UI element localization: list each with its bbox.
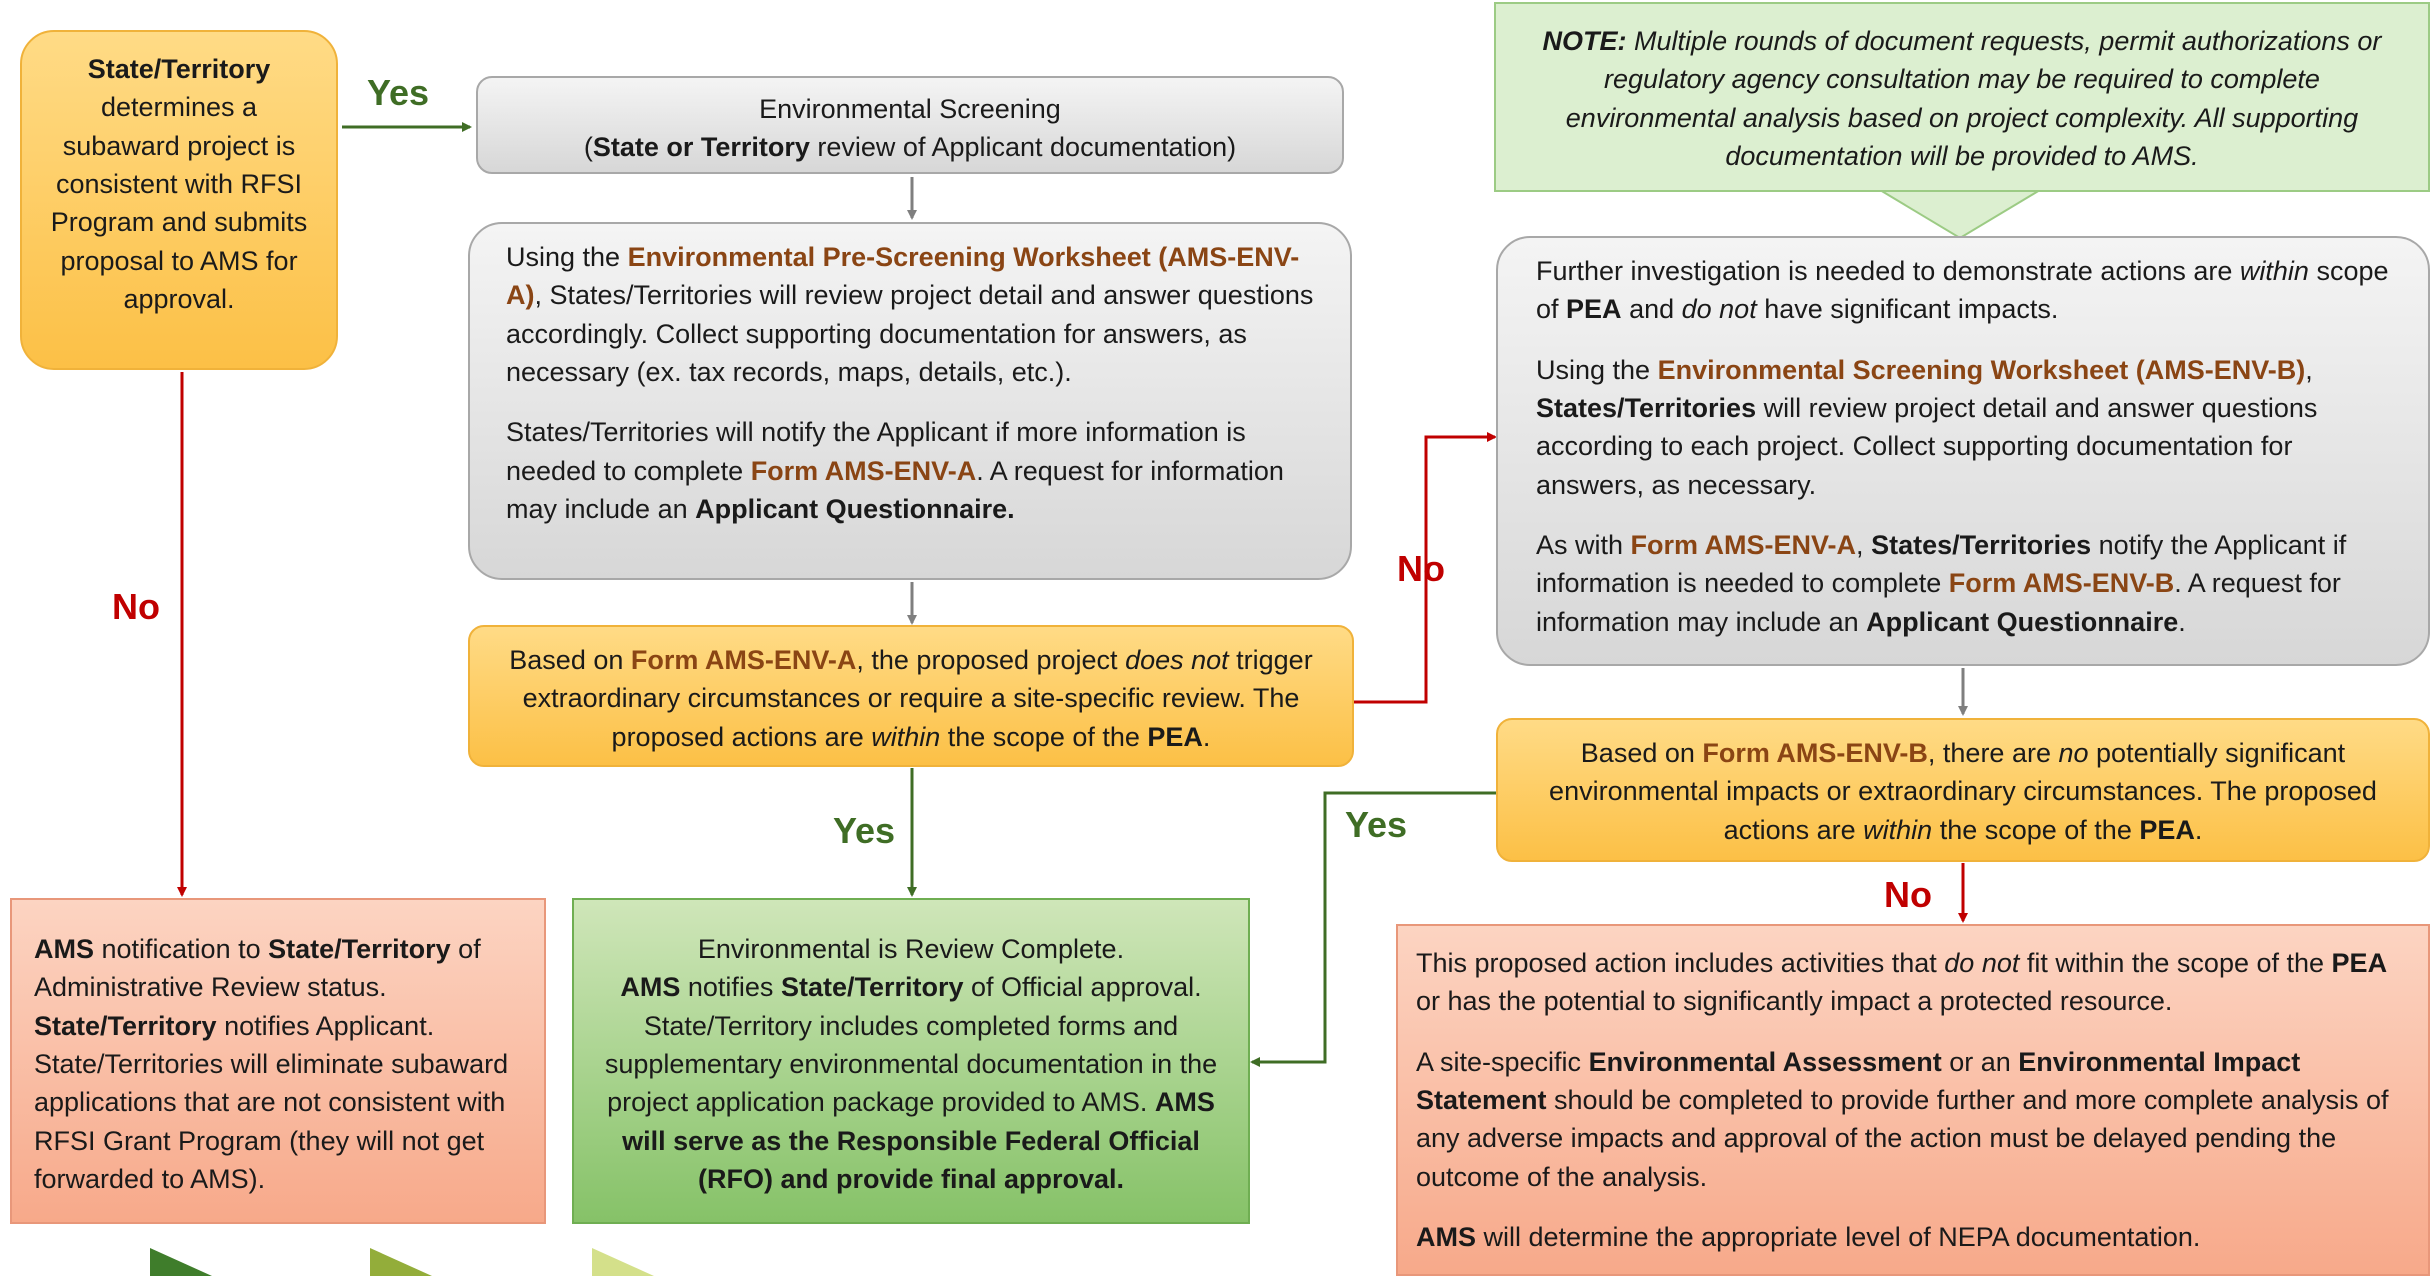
decision-a-box: Based on Form AMS-ENV-A, the proposed pr… (468, 625, 1354, 767)
yes-label-decision-b: Yes (1345, 804, 1408, 845)
start-box: State/Territory determines a subaward pr… (20, 30, 338, 370)
outside-para-3: AMS will determine the appropriate level… (1416, 1221, 2201, 1252)
yes-label-decision-a: Yes (833, 810, 896, 851)
decision-b-box: Based on Form AMS-ENV-B, there are no po… (1496, 718, 2430, 862)
yes-label-start: Yes (367, 72, 430, 113)
admin-review-box: AMS notification to State/Territory of A… (10, 898, 546, 1224)
further-para-2: Using the Environmental Screening Worksh… (1536, 354, 2318, 500)
note-label: NOTE: (1542, 26, 1627, 56)
note-text: Multiple rounds of document requests, pe… (1565, 26, 2382, 171)
no-label-decision-b: No (1884, 874, 1932, 915)
chevron-decoration-2 (370, 1248, 432, 1276)
further-para-3: As with Form AMS-ENV-A, States/Territori… (1536, 529, 2347, 637)
outside-para-2: A site-specific Environmental Assessment… (1416, 1046, 2389, 1192)
chevron-decoration-1 (150, 1248, 212, 1276)
review-complete-title: Environmental is Review Complete. (697, 934, 1125, 964)
further-para-1: Further investigation is needed to demon… (1536, 256, 2389, 325)
no-label-start: No (112, 586, 160, 627)
prescreen-para-2: States/Territories will notify the Appli… (506, 417, 1284, 524)
screening-box: Environmental Screening (State or Territ… (476, 76, 1344, 174)
arrow-decision-b-to-complete (1250, 791, 1496, 1067)
outside-para-1: This proposed action includes activities… (1416, 948, 2388, 1017)
note-callout-pointer (1876, 189, 2044, 240)
screening-title: Environmental Screening (759, 94, 1061, 124)
review-complete-box: Environmental is Review Complete. AMS no… (572, 898, 1250, 1224)
further-investigation-box: Further investigation is needed to demon… (1496, 236, 2430, 666)
form-link-screening-worksheet: Environmental Screening Worksheet (AMS-E… (1657, 354, 2306, 385)
prescreen-para-1: Using the Environmental Pre-Screening Wo… (506, 242, 1314, 387)
chevron-decoration-3 (592, 1248, 654, 1276)
no-label-decision-a: No (1397, 548, 1445, 589)
note-box: NOTE: Multiple rounds of document reques… (1494, 2, 2430, 192)
start-text: determines a subaward project is consist… (50, 92, 308, 314)
form-link-pre-screening-worksheet: Environmental Pre-Screening Worksheet (A… (506, 242, 1300, 311)
screening-actor: State or Territory (592, 132, 810, 163)
prescreen-box: Using the Environmental Pre-Screening Wo… (468, 222, 1352, 580)
start-actor: State/Territory (87, 54, 271, 84)
arrow-decision-a-to-further (1354, 432, 1497, 704)
outside-scope-box: This proposed action includes activities… (1396, 924, 2430, 1276)
